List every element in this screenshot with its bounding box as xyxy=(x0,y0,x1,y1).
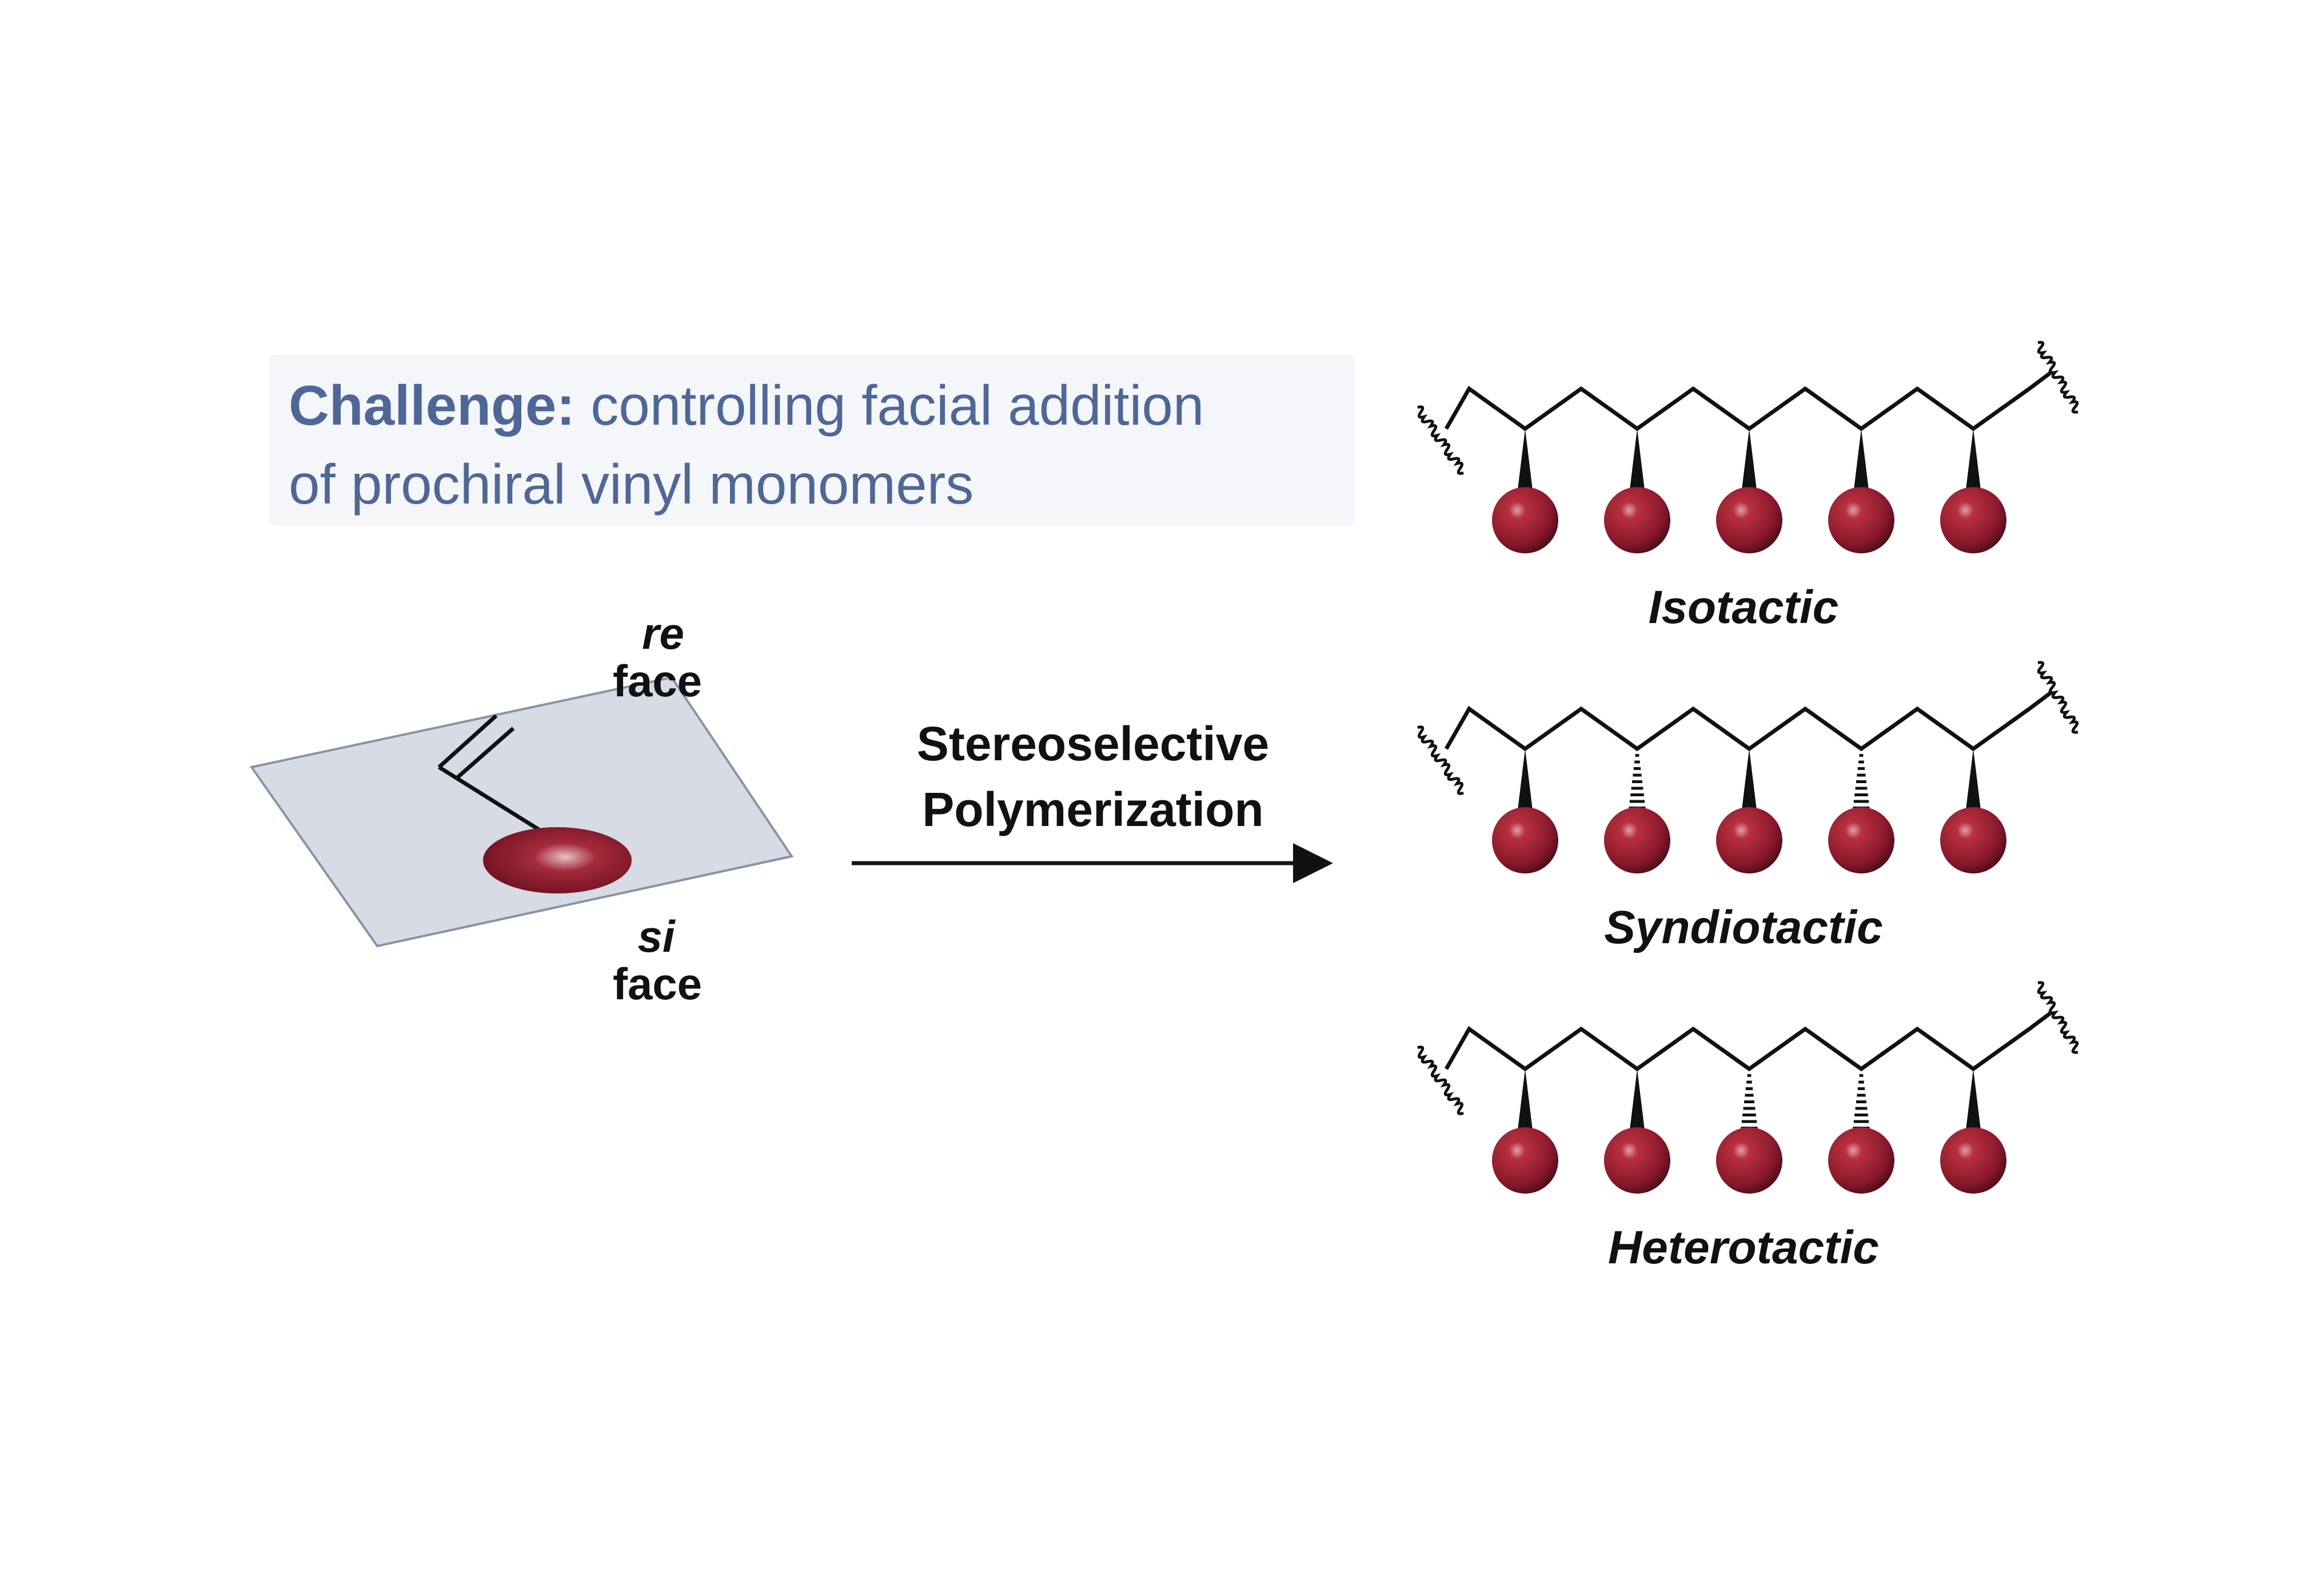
wavy-bond-icon xyxy=(2037,661,2079,734)
si-label: si xyxy=(637,911,675,961)
substituent-sphere-icon xyxy=(1828,807,1894,873)
substituent-sphere-icon xyxy=(1716,487,1782,553)
substituent-sphere-icon xyxy=(1716,807,1782,873)
polymer-chain-heterotactic: Heterotactic xyxy=(1417,981,2079,1274)
wavy-bond-icon xyxy=(2037,981,2079,1054)
vinyl-group xyxy=(437,714,550,837)
re-label: re xyxy=(642,608,684,659)
challenge-box xyxy=(269,354,1355,526)
substituent-sphere-icon xyxy=(1940,1127,2006,1194)
substituent-sphere-icon xyxy=(1492,1127,1558,1194)
hashed-bond xyxy=(1853,1074,1870,1130)
substituent-sphere-icon xyxy=(1492,487,1558,553)
wavy-bond-icon xyxy=(1417,405,1464,475)
hashed-bond xyxy=(1853,754,1870,809)
wedge-bond xyxy=(1517,749,1533,815)
wedge-bond xyxy=(1517,429,1533,494)
wavy-bond-icon xyxy=(1417,725,1464,795)
polymer-label-isotactic: Isotactic xyxy=(1649,581,1839,633)
monomer-substituent-disc xyxy=(483,827,632,893)
wavy-bond-icon xyxy=(2037,341,2079,414)
reaction-label-line-2: Polymerization xyxy=(922,783,1263,836)
plane xyxy=(249,676,794,948)
polymer-label-heterotactic: Heterotactic xyxy=(1608,1222,1879,1274)
reaction-label-line-1: Stereoselective xyxy=(917,717,1269,771)
wedge-bond xyxy=(1965,1069,1981,1135)
wedge-bond xyxy=(1629,429,1645,494)
challenge-label: Challenge: xyxy=(289,374,575,437)
substituent-sphere-icon xyxy=(1604,487,1670,553)
monomer-plane-icon xyxy=(249,676,794,948)
hashed-bond xyxy=(1741,1074,1758,1130)
wedge-bond xyxy=(1517,1069,1533,1135)
wedge-bond xyxy=(1741,429,1757,494)
chain-backbone xyxy=(1444,1010,2054,1072)
wedge-bond xyxy=(1741,749,1757,815)
challenge-line-1: controlling facial addition xyxy=(591,374,1204,437)
wedge-bond xyxy=(1965,749,1981,815)
polymer-label-syndiotactic: Syndiotactic xyxy=(1604,901,1883,953)
wavy-bond-icon xyxy=(1417,1046,1464,1115)
chain-backbone xyxy=(1444,370,2054,432)
wedge-bond xyxy=(1629,1069,1645,1135)
hashed-bond xyxy=(1629,754,1646,809)
challenge-line-2: of prochiral vinyl monomers xyxy=(289,453,974,516)
polymer-chain-isotactic: Isotactic xyxy=(1417,341,2079,633)
substituent-sphere-icon xyxy=(1492,807,1558,873)
substituent-sphere-icon xyxy=(1940,487,2006,553)
wedge-bond xyxy=(1853,429,1869,494)
substituent-sphere-icon xyxy=(1828,487,1894,553)
si-face-label: face xyxy=(613,959,702,1009)
substituent-sphere-icon xyxy=(1940,807,2006,873)
chain-backbone xyxy=(1444,690,2054,752)
substituent-sphere-icon xyxy=(1604,807,1670,873)
re-face-label: face xyxy=(613,656,702,706)
challenge-statement: Challenge: controlling facial addition o… xyxy=(289,366,1363,524)
wedge-bond xyxy=(1965,429,1981,494)
substituent-sphere-icon xyxy=(1716,1127,1782,1194)
polymer-chain-syndiotactic: Syndiotactic xyxy=(1417,661,2079,953)
substituent-sphere-icon xyxy=(1604,1127,1670,1194)
substituent-sphere-icon xyxy=(1828,1127,1894,1194)
